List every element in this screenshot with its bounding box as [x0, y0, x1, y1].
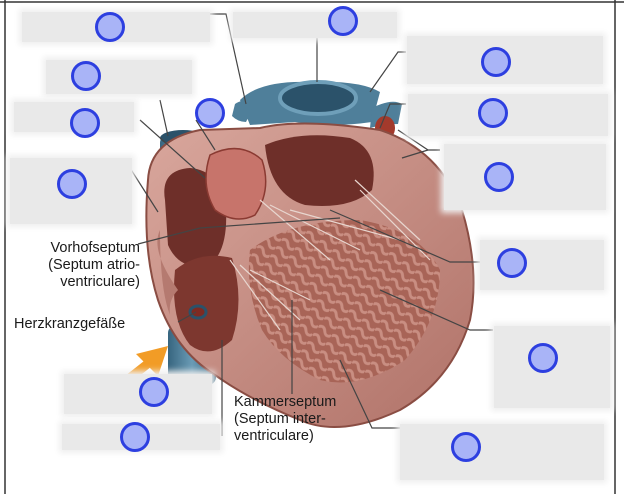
quiz-marker-8[interactable] [57, 169, 87, 199]
quiz-marker-2[interactable] [328, 6, 358, 36]
label-atrial-septum: Vorhofseptum (Septum atrio- ventriculare… [48, 240, 140, 290]
quiz-marker-13[interactable] [120, 422, 150, 452]
quiz-marker-10[interactable] [497, 248, 527, 278]
heart-body [145, 122, 475, 429]
leader-lines [129, 13, 493, 436]
label-mask-13 [400, 424, 604, 480]
label-mask-6 [408, 94, 608, 136]
quiz-marker-12[interactable] [139, 377, 169, 407]
quiz-marker-3[interactable] [71, 61, 101, 91]
label-coronary-vessels: Herzkranzgefäße [14, 316, 126, 332]
quiz-marker-5[interactable] [70, 108, 100, 138]
quiz-marker-7[interactable] [478, 98, 508, 128]
quiz-marker-14[interactable] [451, 432, 481, 462]
pulmonary-trunk [232, 80, 402, 128]
label-mask-2 [233, 12, 397, 38]
label-ventricular-septum: Kammerseptum (Septum inter- ventriculare… [234, 394, 337, 444]
label-mask-3 [46, 60, 192, 94]
quiz-marker-9[interactable] [484, 162, 514, 192]
quiz-marker-11[interactable] [528, 343, 558, 373]
quiz-marker-1[interactable] [95, 12, 125, 42]
quiz-marker-4[interactable] [481, 47, 511, 77]
label-mask-11 [64, 374, 212, 414]
quiz-marker-6[interactable] [195, 98, 225, 128]
label-mask-8 [444, 144, 606, 210]
